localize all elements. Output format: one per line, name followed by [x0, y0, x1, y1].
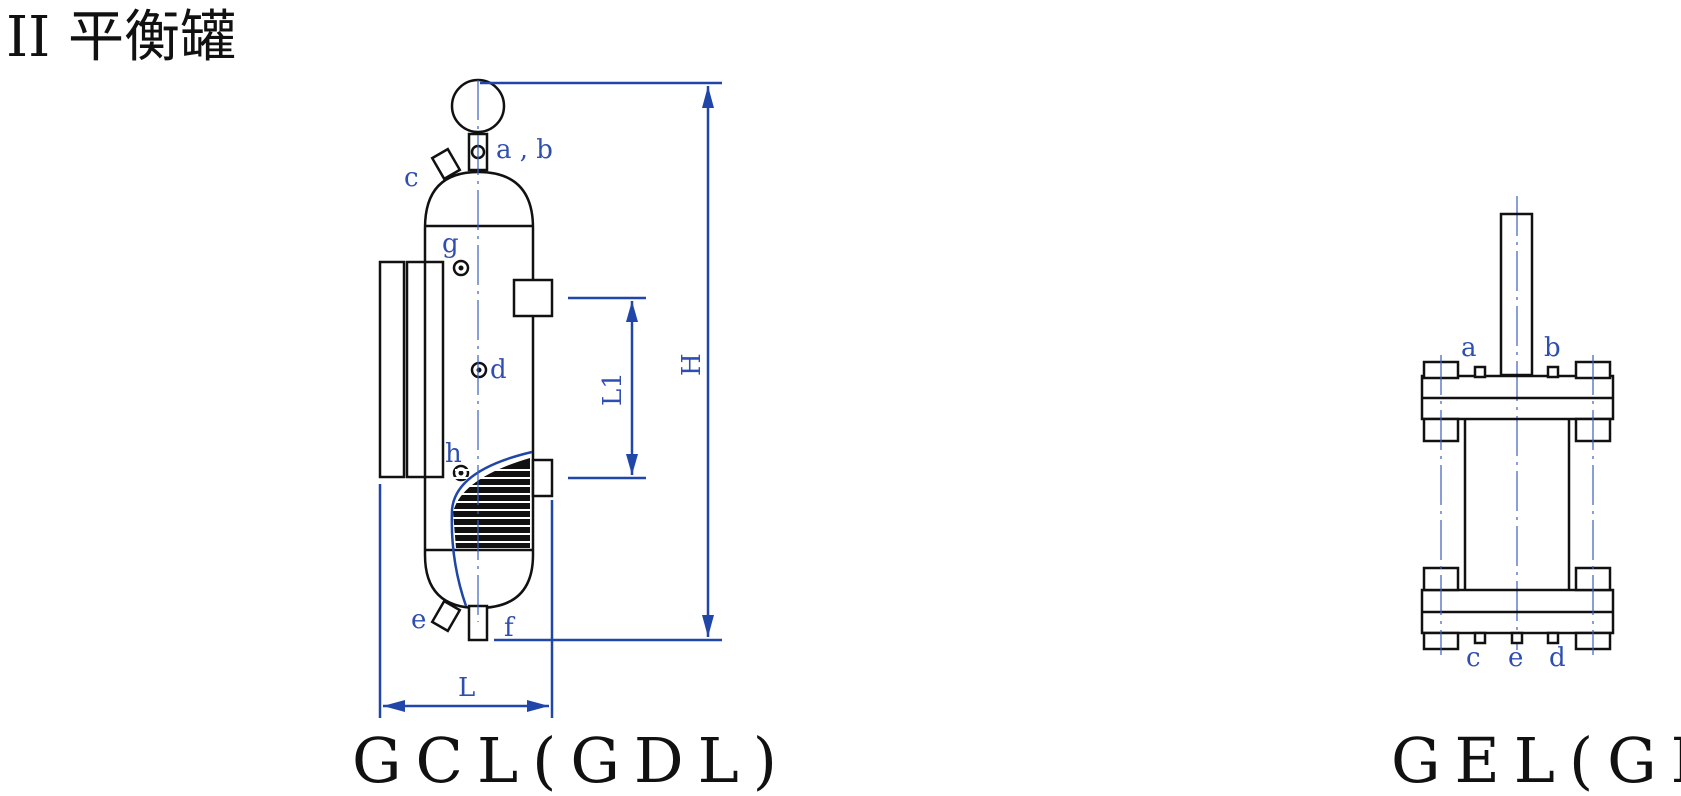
port-g-dot [458, 265, 464, 271]
port-d-dot [476, 367, 482, 373]
port-c [1473, 631, 1487, 645]
port-d [470, 361, 488, 379]
lower-side-nozzle [531, 458, 554, 498]
port-a [1473, 365, 1487, 379]
h-arrow-bottom [702, 615, 714, 637]
label-ab: a , b [496, 135, 553, 165]
model-name-left: GCL(GDL) [352, 724, 791, 796]
vessel-body [423, 170, 535, 610]
label-e: e [411, 605, 426, 635]
port-d [1546, 631, 1560, 645]
label-l1: L1 [598, 372, 628, 406]
label-b: b [1544, 333, 1561, 363]
upper-side-nozzle [512, 278, 554, 318]
nozzle-c [430, 147, 462, 181]
label-f: f [504, 613, 516, 643]
h-arrow-top [702, 86, 714, 108]
nozzle-e [430, 599, 462, 633]
l-arrow-left [383, 700, 405, 712]
label-l: L [458, 673, 475, 703]
label-c-right: c [1466, 643, 1481, 673]
page-title: II 平衡罐 [6, 5, 236, 70]
port-b [1546, 365, 1560, 379]
label-d: d [490, 355, 507, 385]
label-a: a [1461, 333, 1477, 363]
l-arrow-right [527, 700, 549, 712]
label-c: c [404, 163, 419, 193]
gauge-glass-outer [378, 260, 406, 479]
port-h [452, 464, 470, 482]
label-h: h [445, 439, 462, 469]
label-e-right: e [1508, 643, 1523, 673]
cutaway-break-line [450, 450, 533, 607]
l1-arrow-top [626, 301, 638, 322]
gcl-drawing: a , b c g d h e f L1 H L GCL(GDL) [352, 78, 791, 796]
top-pipe [1499, 212, 1534, 377]
label-d-right: d [1549, 643, 1566, 673]
cutaway-section [450, 450, 533, 607]
gel-drawing: a b c e d GEL(GFL) [1391, 196, 1681, 796]
port-h-dot [458, 470, 464, 476]
label-h-dim: H [677, 353, 707, 376]
gauge-glass-inner [405, 260, 445, 479]
l1-arrow-bottom [626, 454, 638, 475]
label-g: g [442, 229, 459, 259]
port-g [452, 259, 470, 277]
port-e [1510, 631, 1524, 645]
model-name-right: GEL(GFL) [1391, 724, 1681, 796]
